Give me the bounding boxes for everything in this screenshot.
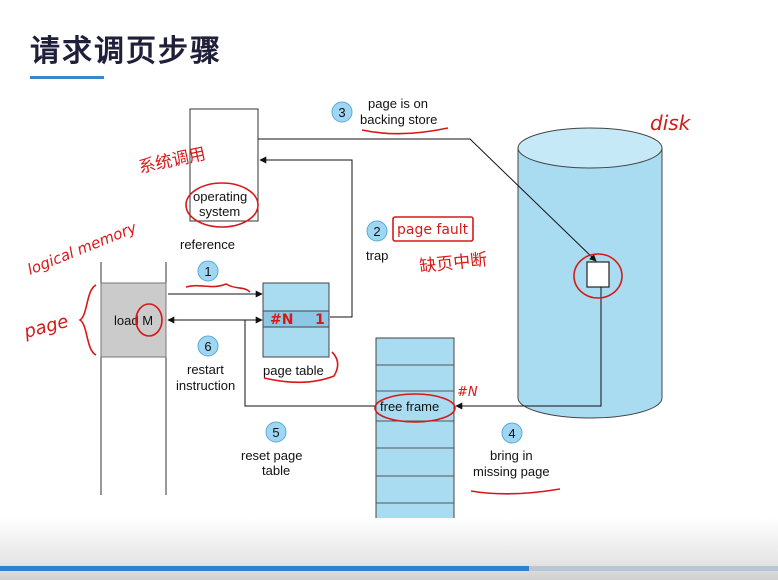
- page-table-label: page table: [263, 363, 324, 378]
- os-label-line1: operating: [193, 189, 247, 204]
- svg-text:5: 5: [272, 425, 279, 440]
- svg-text:6: 6: [204, 339, 211, 354]
- step-3: 3: [331, 101, 353, 123]
- page-annotation: page: [21, 311, 71, 343]
- os-label-line2: system: [199, 204, 240, 219]
- title-underline: [30, 76, 104, 79]
- svg-text:1: 1: [204, 264, 211, 279]
- page-fault-label: page fault: [397, 222, 469, 238]
- logical-memory-annotation: logical memory: [25, 218, 140, 279]
- free-frame-label: free frame: [380, 399, 439, 414]
- page-on-label-1: page is on: [368, 96, 428, 111]
- bring-label-1: bring in: [490, 448, 533, 463]
- step-2: 2: [366, 220, 388, 242]
- arrow-bring-in: [455, 287, 602, 410]
- load-m-box: [100, 282, 167, 358]
- disk-annotation: disk: [650, 111, 692, 135]
- entry-frame-annotation: #N: [270, 312, 293, 328]
- step-1: 1: [197, 260, 219, 282]
- entry-bit-annotation: 1: [315, 312, 325, 328]
- trap-annotation: 缺页中断: [418, 250, 488, 277]
- arrow-backing-store: [258, 138, 597, 262]
- reference-label: reference: [180, 237, 235, 252]
- trap-label: trap: [366, 248, 388, 263]
- playback-progress-track[interactable]: [0, 566, 778, 571]
- physical-memory: [375, 337, 455, 531]
- disk-page-square: [586, 261, 610, 288]
- load-m-label: load M: [114, 313, 153, 328]
- reset-label-1: reset page: [241, 448, 302, 463]
- restart-label-1: restart: [187, 362, 224, 377]
- svg-text:4: 4: [508, 426, 515, 441]
- bring-label-2: missing page: [473, 464, 550, 479]
- arrow-trap: [259, 156, 353, 318]
- page-on-label-2: backing store: [360, 112, 437, 127]
- svg-text:2: 2: [373, 224, 380, 239]
- reset-label-2: table: [262, 463, 290, 478]
- playback-progress-fill: [0, 566, 530, 571]
- page-title: 请求调页步骤: [30, 34, 222, 69]
- page-table-entry: [262, 310, 330, 328]
- restart-label-2: instruction: [176, 378, 235, 393]
- step-5: 5: [265, 421, 287, 443]
- step-6: 6: [197, 335, 219, 357]
- operating-system-box: [189, 108, 259, 222]
- frame-mark-annotation: #N: [457, 385, 478, 400]
- svg-text:3: 3: [338, 105, 345, 120]
- step-4: 4: [501, 422, 523, 444]
